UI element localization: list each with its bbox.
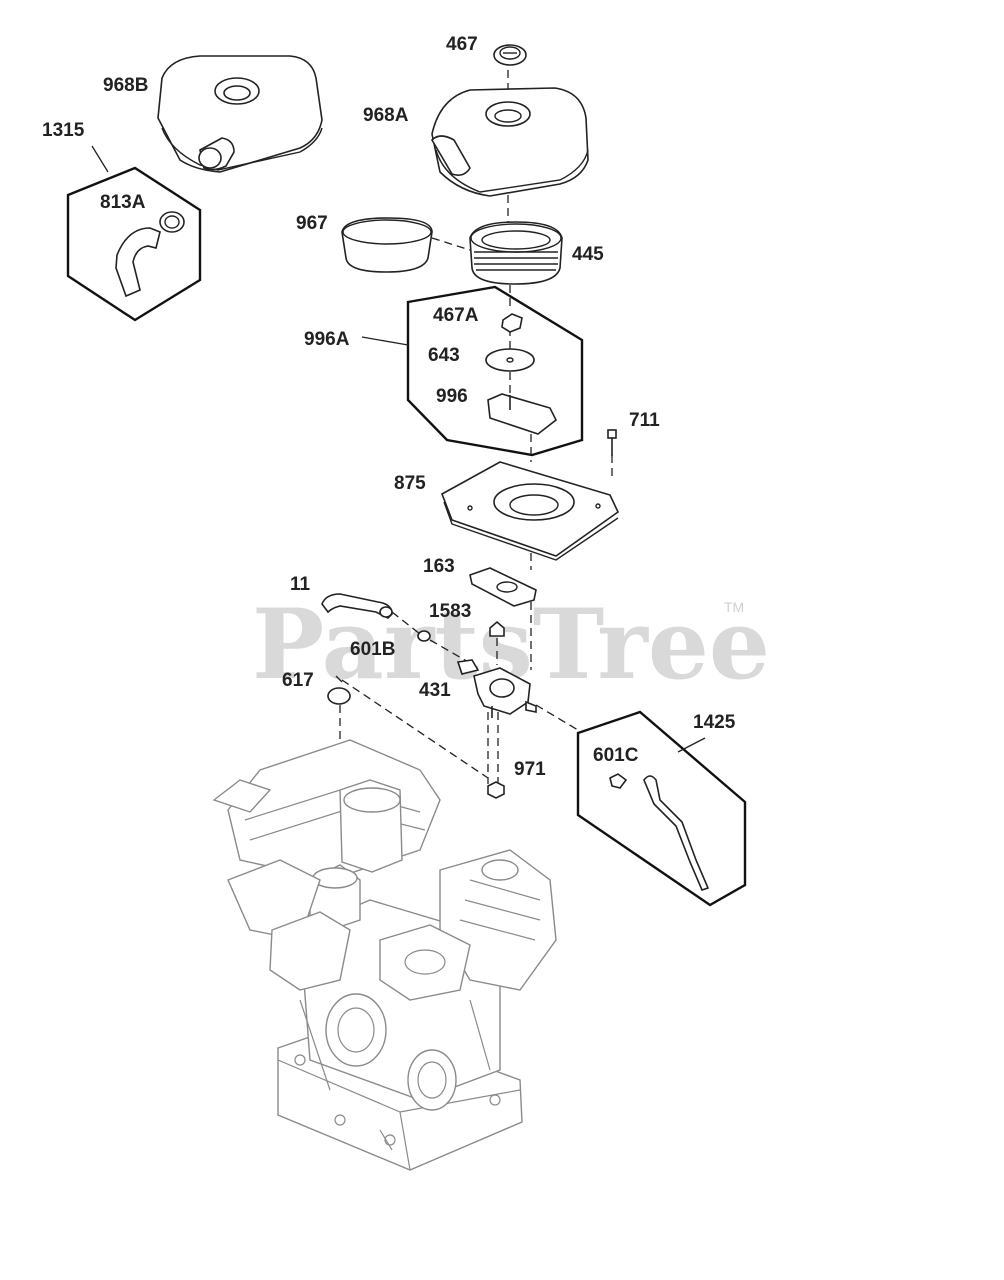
label-601C: 601C	[593, 745, 639, 766]
label-1425: 1425	[693, 712, 736, 733]
label-11: 11	[290, 574, 311, 595]
assembly-lines	[339, 70, 613, 784]
label-1315: 1315	[42, 120, 85, 141]
label-996A: 996A	[304, 329, 350, 350]
part-445-filter	[469, 221, 563, 285]
label-1583: 1583	[429, 601, 471, 622]
part-11-hose	[321, 593, 393, 619]
part-875-base	[441, 461, 620, 561]
kit-1315-box	[66, 145, 202, 322]
part-996-bracket	[487, 393, 558, 435]
label-643: 643	[428, 345, 460, 366]
label-711: 711	[629, 410, 660, 431]
label-967: 967	[296, 213, 328, 234]
label-601B: 601B	[350, 639, 395, 660]
part-617-oring	[327, 675, 351, 705]
label-968A: 968A	[363, 105, 409, 126]
part-711-bolt	[607, 429, 617, 456]
part-968B-cover	[157, 55, 323, 173]
watermark-trademark: TM	[724, 599, 744, 615]
label-875: 875	[394, 473, 426, 494]
part-813A-elbow-hose	[115, 211, 185, 298]
part-1583-clamp	[417, 630, 431, 642]
part-labels: 467 968B 968A 1315 813A 967 445 467A 996…	[42, 34, 736, 780]
label-617: 617	[282, 670, 314, 691]
label-431: 431	[419, 680, 451, 701]
label-971: 971	[514, 759, 546, 780]
label-813A: 813A	[100, 192, 146, 213]
part-601B-fitting	[489, 620, 505, 637]
kit-996A-box	[361, 285, 584, 457]
label-467: 467	[446, 34, 478, 55]
label-163: 163	[423, 556, 455, 577]
part-601C-fuel-line	[609, 773, 710, 891]
part-643-washer	[485, 348, 535, 372]
part-967-precleaner	[341, 217, 433, 273]
part-431-carburetor	[456, 659, 537, 718]
part-467-knob	[493, 44, 527, 66]
part-968A-cover	[430, 87, 589, 197]
label-968B: 968B	[103, 75, 148, 96]
part-467A-nut	[501, 313, 523, 333]
part-971-bolt	[487, 781, 505, 799]
part-163-gasket	[469, 567, 537, 607]
engine-block	[212, 739, 557, 1171]
label-467A: 467A	[433, 305, 479, 326]
kit-1425-box	[576, 710, 747, 907]
label-996: 996	[436, 386, 468, 407]
label-445: 445	[572, 244, 604, 265]
